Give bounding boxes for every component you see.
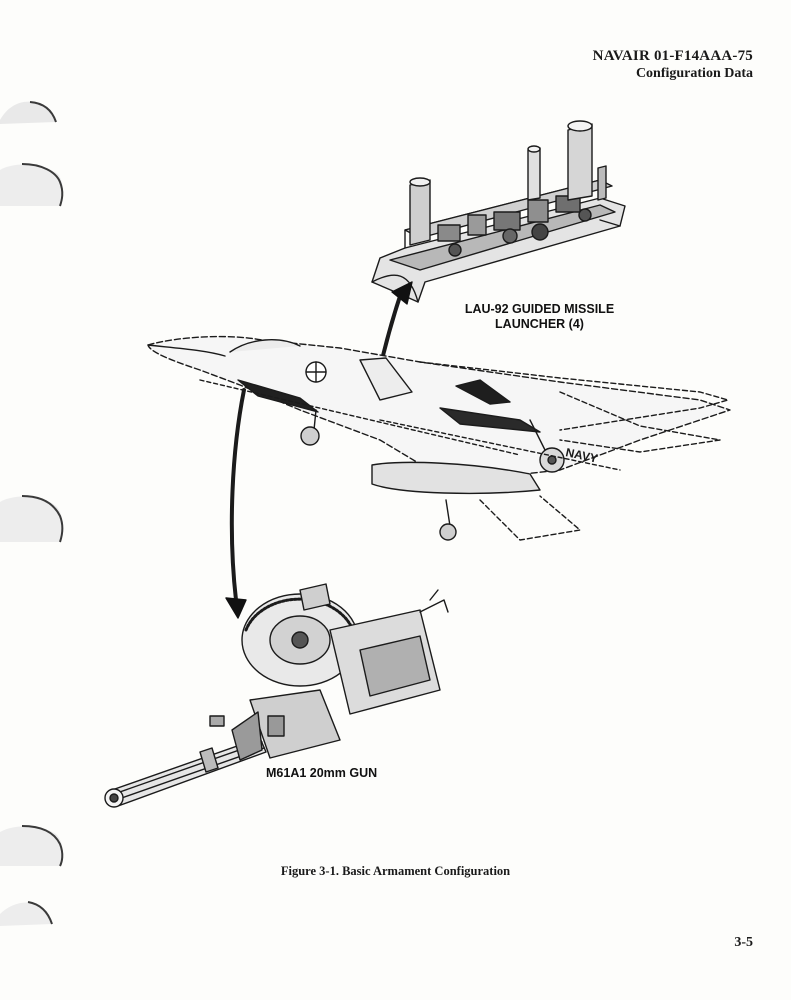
binder-hole (0, 101, 57, 124)
binder-hole (0, 901, 53, 926)
navy-marking: NAVY (564, 445, 599, 465)
section-title: Configuration Data (635, 66, 753, 81)
binder-hole (0, 495, 64, 543)
figure-caption: Figure 3-1. Basic Armament Configuration (280, 864, 511, 878)
page-number: 3-5 (734, 935, 753, 950)
callout-line: LAU-92 GUIDED MISSILE (464, 302, 615, 316)
f14-aircraft-illustration (147, 335, 731, 541)
callout-lau92-launcher: LAU-92 GUIDED MISSILE LAUNCHER (4) (452, 302, 627, 332)
binder-hole (0, 163, 64, 207)
callout-m61a1-gun: M61A1 20mm GUN (266, 766, 378, 780)
m61a1-gun-illustration (104, 583, 449, 808)
document-id: NAVAIR 01-F14AAA-75 (592, 48, 753, 64)
binder-hole (0, 825, 64, 867)
lau92-launcher-illustration (371, 120, 626, 303)
page-header: NAVAIR 01-F14AAA-75 Configuration Data (593, 47, 753, 83)
callout-line: LAUNCHER (4) (495, 317, 584, 331)
